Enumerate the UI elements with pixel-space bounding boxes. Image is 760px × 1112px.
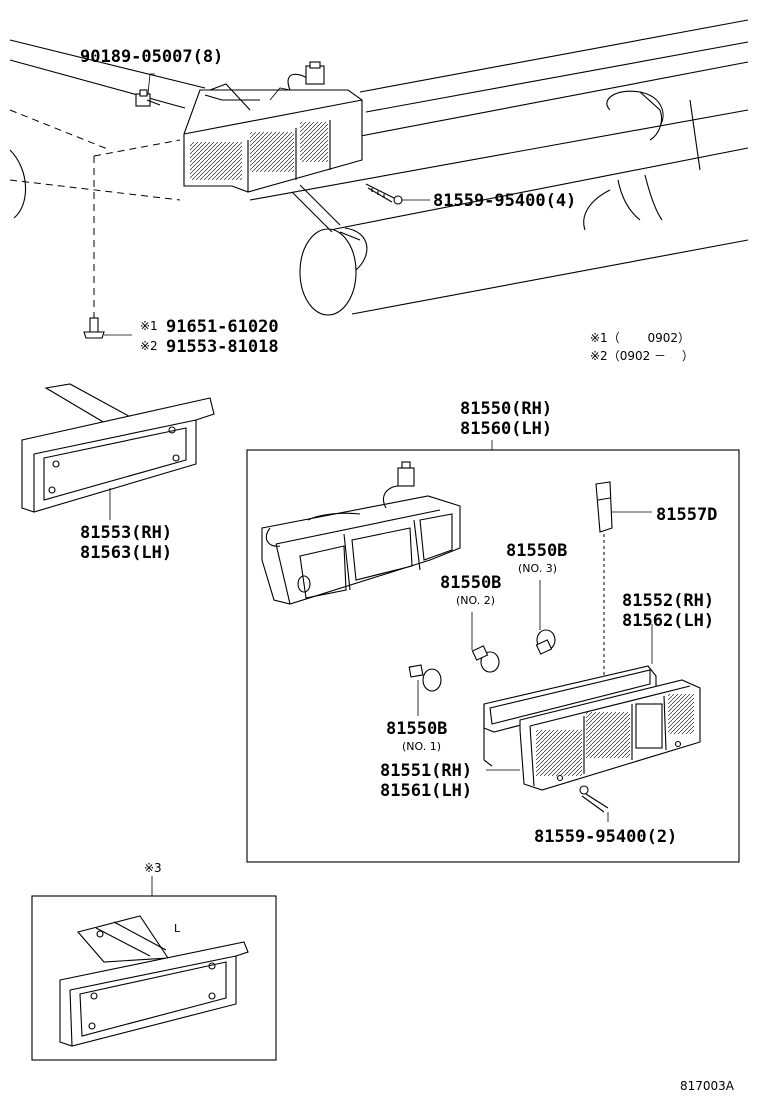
inset-box bbox=[31, 895, 277, 1061]
screw-bottom-icon bbox=[579, 785, 609, 813]
inset-bracket bbox=[59, 915, 249, 1047]
note-bulb-no1: (NO. 1) bbox=[402, 740, 441, 753]
note-bulb-no3: (NO. 3) bbox=[518, 562, 557, 575]
lamp-lens bbox=[519, 679, 701, 791]
assembly-box bbox=[246, 449, 740, 863]
label-screw-bottom: 81559-95400(2) bbox=[534, 827, 677, 847]
lamp-assembly-mounted bbox=[183, 61, 363, 193]
note-3: ※3 bbox=[144, 861, 162, 875]
diagram-code: 817003A bbox=[680, 1079, 735, 1093]
label-bracket-lh: 81563(LH) bbox=[80, 543, 172, 563]
label-assy-rh: 81550(RH) bbox=[460, 399, 552, 419]
note-2: ※2（0902 － ） bbox=[590, 349, 694, 363]
license-bracket bbox=[21, 383, 215, 513]
bulb-no3-icon bbox=[535, 629, 556, 655]
label-lens-lh: 81561(LH) bbox=[380, 781, 472, 801]
bolt-lower-icon bbox=[83, 317, 105, 339]
leader-bolt-top bbox=[147, 73, 155, 95]
label-bulb-no1: 81550B bbox=[386, 719, 447, 739]
label-bulb-no3: 81550B bbox=[506, 541, 567, 561]
label-81557d: 81557D bbox=[656, 505, 717, 525]
label-lens-rh: 81551(RH) bbox=[380, 761, 472, 781]
note-1: ※1（ 0902） bbox=[590, 331, 690, 345]
label-bolt-top: 90189-05007(8) bbox=[80, 47, 223, 67]
screw-top-icon bbox=[365, 183, 403, 205]
mark-s1: ※1 bbox=[140, 319, 158, 333]
mark-s2: ※2 bbox=[140, 339, 158, 353]
lamp-housing bbox=[261, 461, 461, 605]
note-bulb-no2: (NO. 2) bbox=[456, 594, 495, 607]
bolt-top-icon bbox=[135, 89, 161, 107]
label-bulb-no2: 81550B bbox=[440, 573, 501, 593]
label-gasket-rh: 81552(RH) bbox=[622, 591, 714, 611]
inset-letter: L bbox=[174, 922, 181, 935]
label-screw-top: 81559-95400(4) bbox=[433, 191, 576, 211]
label-bolt-s2: 91553-81018 bbox=[166, 337, 279, 357]
vehicle-frame bbox=[9, 19, 749, 316]
bulb-no2-icon bbox=[471, 645, 500, 673]
label-sticker bbox=[595, 481, 613, 533]
label-assy-lh: 81560(LH) bbox=[460, 419, 552, 439]
bulb-no1-icon bbox=[408, 664, 442, 692]
label-bracket-rh: 81553(RH) bbox=[80, 523, 172, 543]
label-bolt-s1: 91651-61020 bbox=[166, 317, 279, 337]
label-gasket-lh: 81562(LH) bbox=[622, 611, 714, 631]
